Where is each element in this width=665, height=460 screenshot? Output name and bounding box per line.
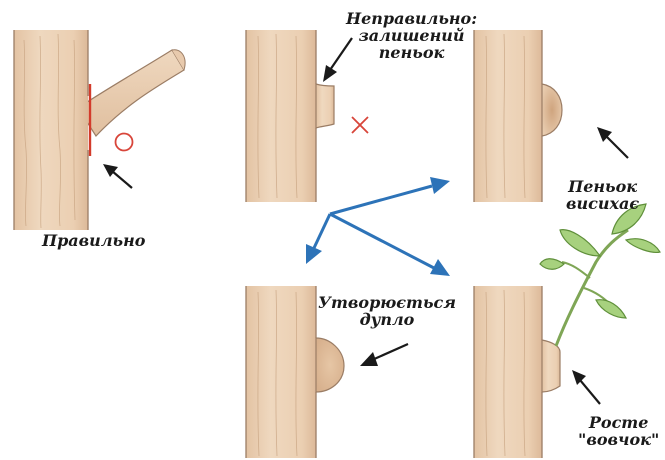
label-wrong: Неправильно: залишений пеньок [346, 10, 477, 61]
trunk-hollow [246, 286, 316, 458]
stub [316, 84, 334, 128]
dry-stub [542, 84, 562, 136]
hollow-swelling [316, 338, 344, 392]
label-sprout-line2: "вовчок" [578, 431, 659, 448]
wrong-mark-icon [352, 117, 368, 133]
label-correct-text: Правильно [42, 232, 145, 249]
label-dries: Пеньок висихає [566, 178, 639, 212]
pointer-arrow-icon [360, 344, 408, 366]
label-hollow: Утворюється дупло [318, 294, 456, 328]
old-stub [542, 340, 560, 392]
label-dries-line2: висихає [566, 195, 639, 212]
label-correct: Правильно [42, 232, 145, 249]
blue-arrows [306, 177, 450, 276]
trunk-correct [14, 30, 88, 230]
correct-mark-icon [116, 134, 133, 151]
label-sprout-line1: Росте [578, 414, 659, 431]
branch-attached [78, 50, 185, 136]
panel-correct [14, 30, 185, 230]
label-wrong-line1: Неправильно: [346, 10, 477, 27]
label-wrong-line3: пеньок [346, 44, 477, 61]
label-dries-line1: Пеньок [566, 178, 639, 195]
trunk-dries [474, 30, 542, 202]
trunk-wrong [246, 30, 316, 202]
pointer-arrow-icon [597, 127, 628, 158]
label-hollow-line2: дупло [318, 311, 456, 328]
leaf-icon [540, 204, 660, 318]
pointer-arrow-icon [103, 164, 132, 188]
label-wrong-line2: залишений [346, 27, 477, 44]
pointer-arrow-icon [572, 370, 600, 404]
trunk-sprout [474, 286, 542, 458]
label-sprout: Росте "вовчок" [578, 414, 659, 448]
label-hollow-line1: Утворюється [318, 294, 456, 311]
